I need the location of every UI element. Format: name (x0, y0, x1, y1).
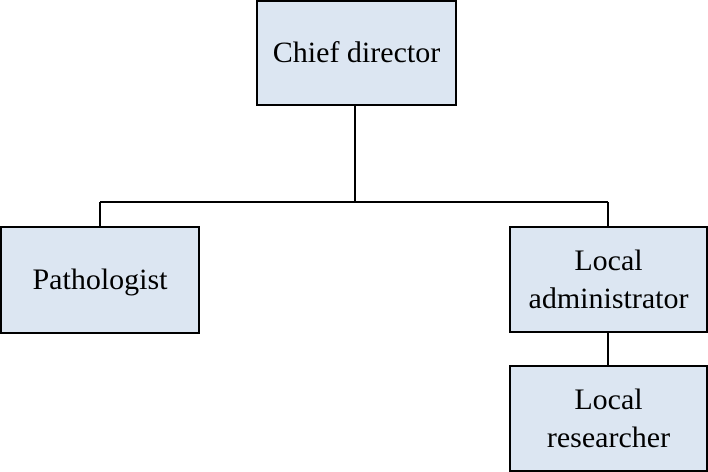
node-local-administrator: Local administrator (509, 226, 708, 333)
node-chief-director-label: Chief director (272, 36, 441, 69)
node-local-administrator-line1: Local (574, 243, 643, 277)
node-local-researcher-line1: Local (574, 382, 643, 416)
node-local-researcher-line2: researcher (546, 420, 671, 454)
node-pathologist: Pathologist (0, 226, 200, 334)
node-local-administrator-line2: administrator (528, 281, 689, 315)
node-local-researcher: Local researcher (509, 365, 708, 472)
node-chief-director: Chief director (256, 0, 457, 106)
node-pathologist-label: Pathologist (32, 263, 168, 296)
